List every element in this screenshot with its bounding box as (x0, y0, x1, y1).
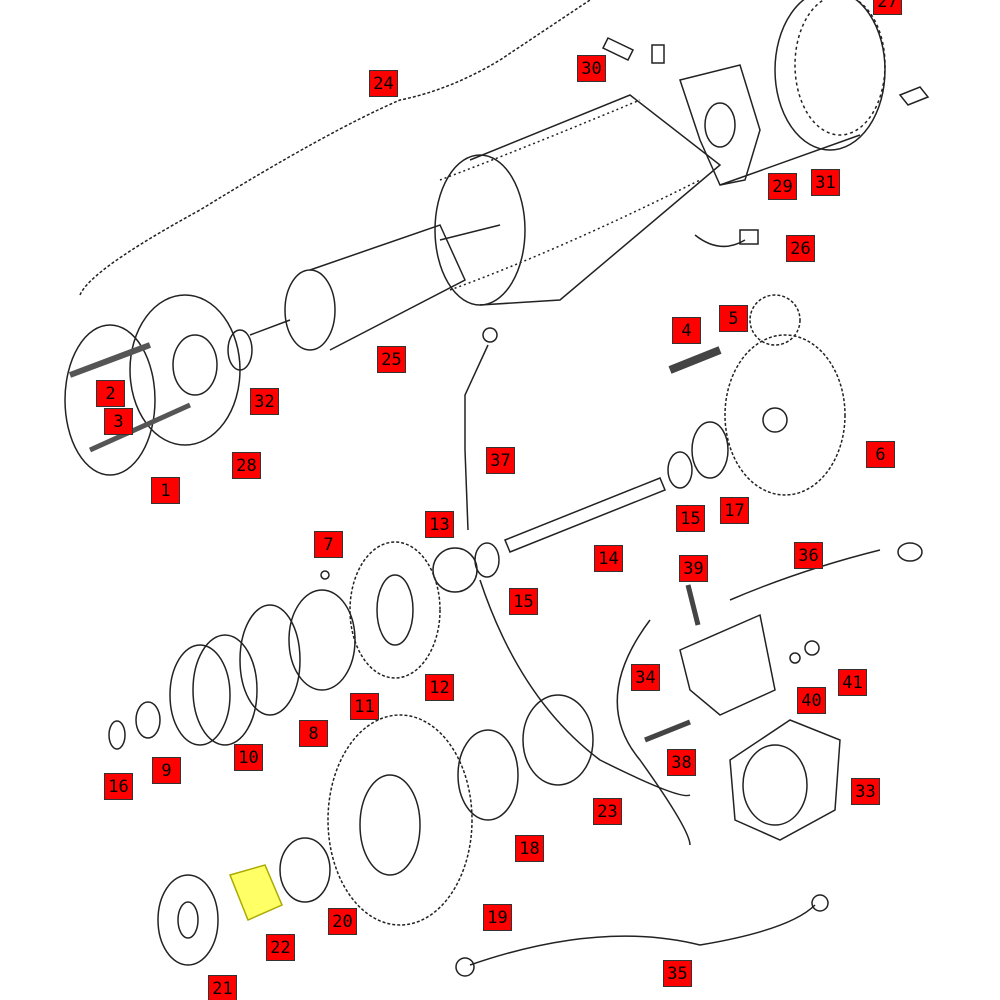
label-25[interactable]: 25 (377, 346, 406, 373)
label-31[interactable]: 31 (811, 169, 840, 196)
bolt-38 (644, 719, 691, 743)
label-19[interactable]: 19 (483, 904, 512, 931)
label-18[interactable]: 18 (515, 835, 544, 862)
motor-housing (434, 94, 722, 306)
wire-34 (616, 619, 691, 846)
label-37[interactable]: 37 (486, 447, 515, 474)
washer-21 (157, 874, 219, 966)
end-plate (129, 294, 253, 446)
label-7[interactable]: 7 (314, 531, 343, 558)
label-12[interactable]: 12 (425, 674, 454, 701)
end-cover (719, 0, 886, 186)
cable-eye-37 (482, 327, 498, 343)
wire-23-link (479, 579, 691, 797)
label-36[interactable]: 36 (794, 542, 823, 569)
connector-26 (739, 229, 759, 245)
solenoid-33 (729, 719, 841, 841)
label-3[interactable]: 3 (104, 408, 133, 435)
screw-3 (88, 402, 192, 453)
bracket-34 (679, 613, 776, 716)
label-24[interactable]: 24 (369, 70, 398, 97)
label-16[interactable]: 16 (104, 773, 133, 800)
brush-plate-hole (704, 102, 736, 148)
washer-8 (239, 604, 301, 716)
gear-5 (749, 294, 801, 346)
label-13[interactable]: 13 (425, 511, 454, 538)
label-40[interactable]: 40 (797, 687, 826, 714)
label-4[interactable]: 4 (672, 317, 701, 344)
bolt-27 (898, 86, 930, 106)
circlip-15b (474, 542, 500, 578)
o-ring-1 (64, 324, 156, 476)
gear-19 (327, 714, 473, 926)
label-35[interactable]: 35 (663, 960, 692, 987)
label-28[interactable]: 28 (232, 452, 261, 479)
label-33[interactable]: 33 (851, 778, 880, 805)
label-29[interactable]: 29 (768, 173, 797, 200)
plate-11 (288, 589, 356, 691)
label-22[interactable]: 22 (266, 934, 295, 961)
label-8[interactable]: 8 (299, 720, 328, 747)
label-26[interactable]: 26 (786, 235, 815, 262)
clutch-10b (169, 644, 231, 746)
freewheel-18 (457, 729, 519, 821)
circlip-16 (108, 720, 126, 750)
bearing-17 (691, 421, 729, 479)
terminal-36 (897, 542, 923, 562)
label-6[interactable]: 6 (866, 441, 895, 468)
label-38[interactable]: 38 (667, 749, 696, 776)
washer-13 (432, 547, 478, 593)
bolt-39 (685, 584, 701, 626)
label-20[interactable]: 20 (328, 908, 357, 935)
wire-26 (694, 234, 746, 248)
pin-4 (668, 346, 722, 374)
spring-30 (601, 37, 635, 61)
wire-36 (729, 549, 881, 601)
armature (249, 224, 501, 351)
label-15b[interactable]: 15 (509, 588, 538, 615)
gear-6 (724, 334, 846, 496)
label-1[interactable]: 1 (151, 477, 180, 504)
label-30[interactable]: 30 (577, 55, 606, 82)
label-21[interactable]: 21 (208, 975, 237, 1000)
label-15[interactable]: 15 (676, 505, 705, 532)
cable-37 (464, 344, 489, 531)
ball-7 (320, 570, 330, 580)
brush-30 (651, 44, 665, 64)
label-34[interactable]: 34 (631, 664, 660, 691)
gear-12 (349, 541, 441, 679)
label-2[interactable]: 2 (96, 380, 125, 407)
clutch-10a (192, 634, 258, 746)
circlip-15 (667, 451, 693, 489)
label-23[interactable]: 23 (593, 798, 622, 825)
label-10[interactable]: 10 (234, 744, 263, 771)
bushing-22 (228, 864, 283, 921)
label-32[interactable]: 32 (250, 388, 279, 415)
nut-9 (135, 701, 161, 739)
label-27[interactable]: 27 (873, 0, 902, 15)
wire-35 (469, 904, 816, 966)
label-39[interactable]: 39 (679, 555, 708, 582)
nut-41 (804, 640, 820, 656)
washer-40 (789, 652, 801, 664)
assembly-bracket-24 (79, 0, 591, 296)
label-11[interactable]: 11 (350, 693, 379, 720)
terminal-35b (811, 894, 829, 912)
terminal-35a (455, 957, 475, 977)
label-17[interactable]: 17 (720, 497, 749, 524)
screw-2 (68, 342, 152, 378)
label-9[interactable]: 9 (152, 757, 181, 784)
label-41[interactable]: 41 (838, 669, 867, 696)
bearing-20 (279, 837, 331, 903)
shaft-14 (504, 477, 666, 553)
label-14[interactable]: 14 (594, 545, 623, 572)
plate-23 (522, 694, 594, 786)
brush-plate (679, 64, 761, 186)
label-5[interactable]: 5 (719, 305, 748, 332)
